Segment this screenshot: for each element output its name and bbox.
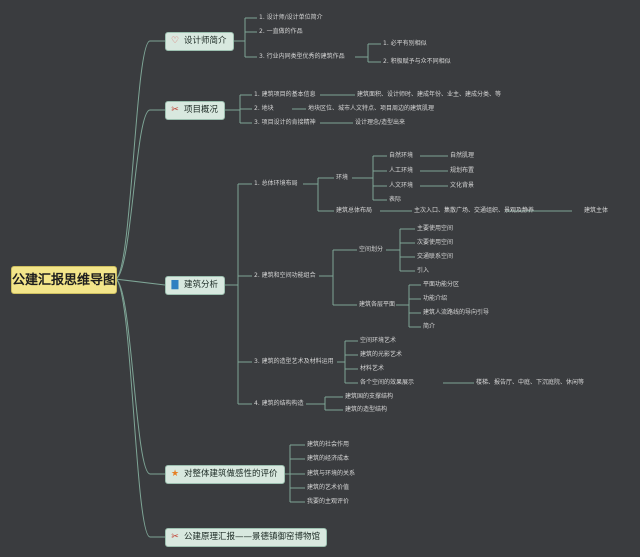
space-item[interactable]: 交通联系空间 xyxy=(417,253,454,260)
evaluation-item[interactable]: 我要的主观评价 xyxy=(307,498,350,505)
environment-item[interactable]: 表际 xyxy=(389,196,402,203)
analysis-item[interactable]: 3. 建筑的造型艺术及材料运用 xyxy=(254,358,334,365)
branch-project-label: 项目概况 xyxy=(184,105,219,116)
tools-icon: ✂ xyxy=(171,532,179,542)
layout-detail[interactable]: 主次入口、集散广场、交通组织、景观及静养 xyxy=(414,207,535,214)
project-detail[interactable]: 设计理念/造型出来 xyxy=(355,119,406,126)
branch-project[interactable]: ✂ 项目概况 xyxy=(165,101,226,120)
plan-node[interactable]: 建筑各层平面 xyxy=(359,301,396,308)
star-icon: ★ xyxy=(170,469,180,479)
space-item[interactable]: 次要使用空间 xyxy=(417,239,454,246)
project-detail[interactable]: 地块区位、城市人文特点、项目周边的建筑肌理 xyxy=(308,105,435,112)
designer-item[interactable]: 3. 行业内同类型优秀的建筑作品 xyxy=(259,53,345,60)
art-item[interactable]: 材料艺术 xyxy=(360,365,385,372)
layout-end[interactable]: 建筑主体 xyxy=(584,207,609,214)
tools-icon: ✂ xyxy=(171,105,179,115)
plan-item[interactable]: 建筑人流路线的导向引导 xyxy=(423,309,490,316)
environment-detail[interactable]: 规划布置 xyxy=(450,167,475,174)
art-detail[interactable]: 楼梯、报告厅、中庭、下沉庭院、休闲等 xyxy=(476,379,585,386)
designer-item[interactable]: 2. 一直做的作品 xyxy=(259,28,303,35)
root-label: 公建汇报思维导图 xyxy=(12,272,117,288)
environment-item[interactable]: 人工环境 xyxy=(389,167,414,174)
branch-evaluation-label: 对整体建筑做感性的评价 xyxy=(184,469,278,480)
evaluation-item[interactable]: 建筑与环境的关系 xyxy=(307,470,356,477)
space-item[interactable]: 主要使用空间 xyxy=(417,225,454,232)
evaluation-item[interactable]: 建筑的社会作用 xyxy=(307,441,350,448)
plan-item[interactable]: 简介 xyxy=(423,323,436,330)
project-item[interactable]: 1. 建筑项目的基本信息 xyxy=(254,91,316,98)
environment-detail[interactable]: 自然肌理 xyxy=(450,152,475,159)
environment-item[interactable]: 自然环境 xyxy=(389,152,414,159)
space-node[interactable]: 空间划分 xyxy=(359,246,384,253)
book-icon: ▇ xyxy=(171,280,179,290)
root-node[interactable]: 公建汇报思维导图 xyxy=(11,266,117,294)
branch-analysis[interactable]: ▇ 建筑分析 xyxy=(165,276,226,295)
branch-case[interactable]: ✂ 公建原理汇报——景德镇御窑博物馆 xyxy=(165,528,328,547)
branch-designer-label: 设计师简介 xyxy=(184,36,227,47)
branch-analysis-label: 建筑分析 xyxy=(184,280,219,291)
branch-evaluation[interactable]: ★ 对整体建筑做感性的评价 xyxy=(165,465,285,484)
plan-item[interactable]: 平面功能分区 xyxy=(423,281,460,288)
branch-designer[interactable]: ♡ 设计师简介 xyxy=(165,32,234,51)
analysis-item[interactable]: 2. 建筑和空间功能组合 xyxy=(254,272,316,279)
evaluation-item[interactable]: 建筑的经济成本 xyxy=(307,455,350,462)
plan-item[interactable]: 功能介绍 xyxy=(423,295,448,302)
branch-case-label: 公建原理汇报——景德镇御窑博物馆 xyxy=(184,532,321,543)
project-item[interactable]: 3. 项目设计的肯接精神 xyxy=(254,119,316,126)
art-item[interactable]: 各个空间的效果展示 xyxy=(360,379,415,386)
heart-icon: ♡ xyxy=(170,36,180,46)
project-item[interactable]: 2. 地块 xyxy=(254,105,274,112)
structure-item[interactable]: 建筑的造型结构 xyxy=(345,406,388,413)
layout-node[interactable]: 建筑总体布局 xyxy=(336,207,373,214)
designer-item[interactable]: 1. 设计师/设计单位简介 xyxy=(259,14,323,21)
art-item[interactable]: 建筑的光影艺术 xyxy=(360,351,403,358)
analysis-item[interactable]: 4. 建筑的结构构造 xyxy=(254,400,304,407)
designer-sub-item[interactable]: 1. 必平有别相似 xyxy=(383,40,427,47)
environment-item[interactable]: 人文环境 xyxy=(389,182,414,189)
environment-detail[interactable]: 文化背景 xyxy=(450,182,475,189)
designer-sub-item[interactable]: 2. 积极赋予与众不同相似 xyxy=(383,58,451,65)
space-item[interactable]: 引入 xyxy=(417,267,430,274)
structure-item[interactable]: 建筑国的支撑结构 xyxy=(345,393,394,400)
evaluation-item[interactable]: 建筑的艺术价值 xyxy=(307,484,350,491)
analysis-item[interactable]: 1. 总体环境布局 xyxy=(254,180,298,187)
art-item[interactable]: 空间环境艺术 xyxy=(360,337,397,344)
environment-node[interactable]: 环境 xyxy=(336,174,349,181)
project-detail[interactable]: 建筑面积、设计师时、建成年份、业主、建成分类、等 xyxy=(357,91,502,98)
